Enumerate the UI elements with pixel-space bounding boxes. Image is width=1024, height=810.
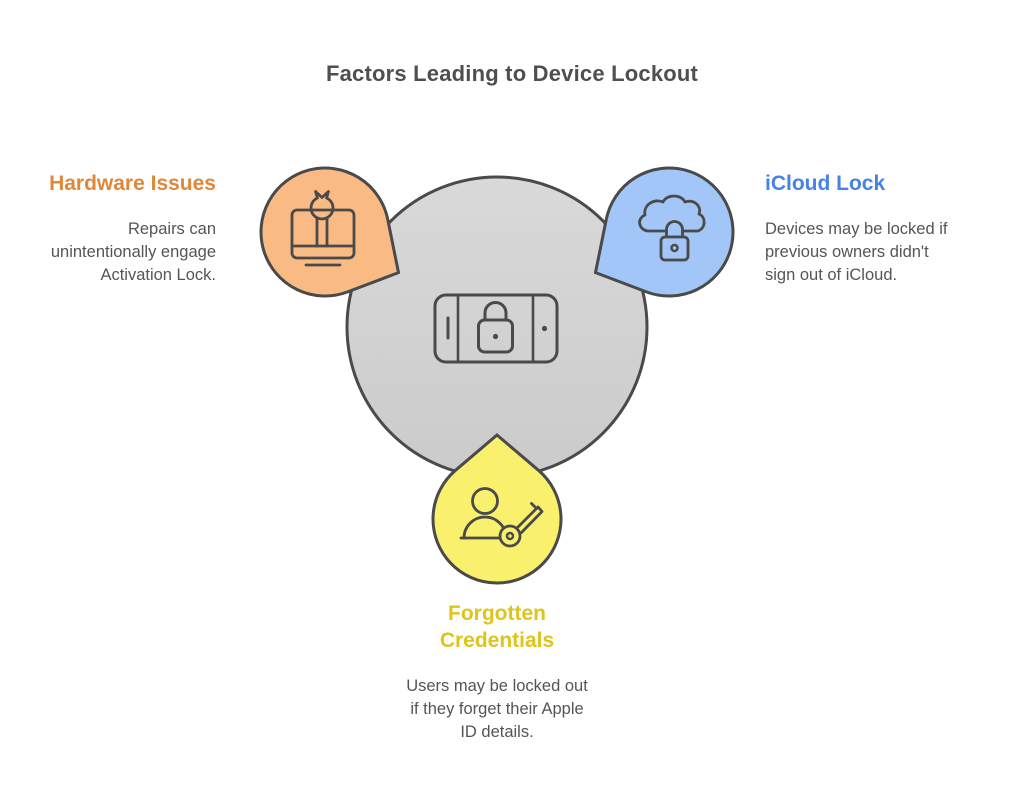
icloud-heading: iCloud Lock bbox=[765, 172, 886, 195]
keyhole-dot bbox=[492, 333, 499, 340]
locked-smartphone-icon bbox=[433, 293, 559, 364]
page-title: Factors Leading to Device Lockout bbox=[325, 61, 699, 86]
hardware-droplet bbox=[259, 166, 401, 298]
cloud-lock-icon bbox=[638, 194, 706, 262]
credentials-droplet bbox=[431, 433, 563, 585]
home-button-dot bbox=[541, 325, 548, 332]
hardware-heading: Hardware Issues bbox=[49, 172, 216, 195]
person-key-icon bbox=[459, 487, 544, 548]
center-circle bbox=[345, 175, 649, 479]
monitor-wrench-icon bbox=[290, 190, 356, 267]
